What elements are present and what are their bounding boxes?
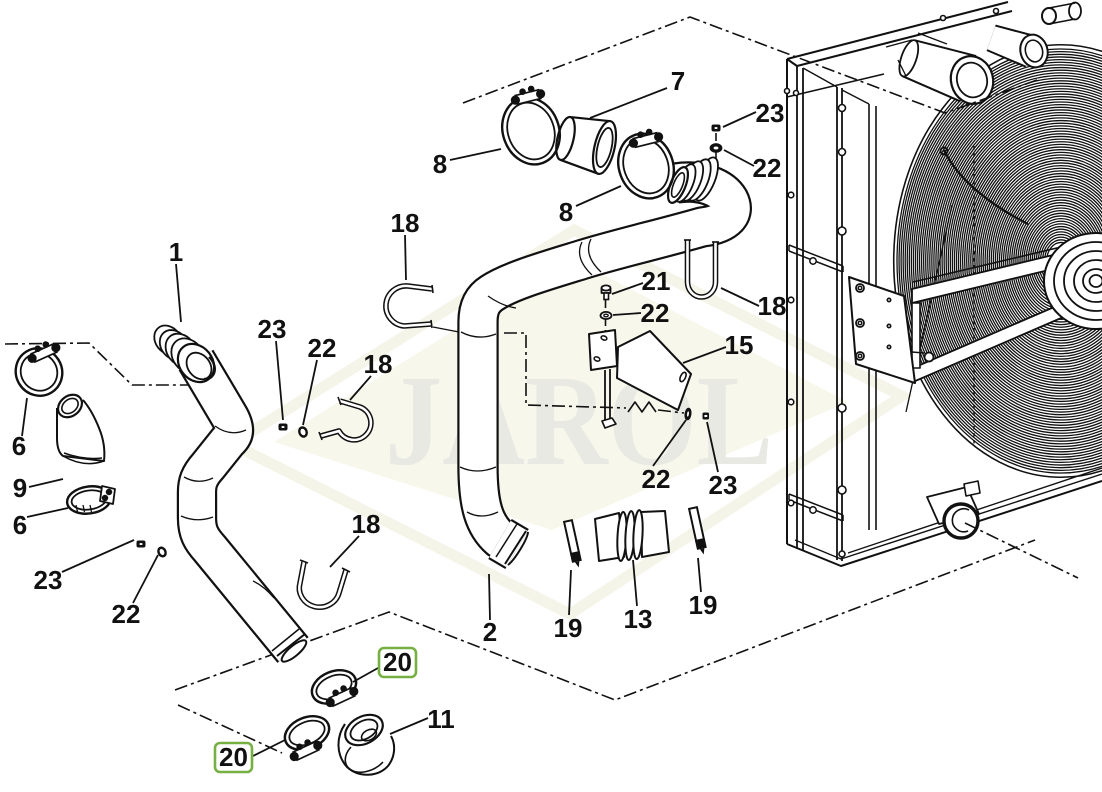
svg-text:22: 22 — [753, 153, 782, 183]
svg-text:22: 22 — [112, 599, 141, 629]
svg-text:8: 8 — [433, 149, 447, 179]
svg-text:23: 23 — [258, 314, 287, 344]
svg-text:18: 18 — [352, 509, 381, 539]
svg-text:13: 13 — [624, 604, 653, 634]
svg-text:20: 20 — [383, 647, 412, 677]
svg-text:11: 11 — [427, 704, 455, 734]
svg-text:19: 19 — [554, 613, 583, 643]
svg-text:22: 22 — [642, 464, 671, 494]
svg-text:18: 18 — [364, 349, 393, 379]
svg-text:9: 9 — [13, 473, 27, 503]
svg-text:6: 6 — [12, 431, 26, 461]
svg-text:20: 20 — [219, 742, 248, 772]
svg-text:1: 1 — [169, 237, 183, 267]
svg-text:6: 6 — [13, 510, 27, 540]
svg-text:23: 23 — [34, 565, 63, 595]
svg-text:18: 18 — [758, 291, 787, 321]
svg-text:7: 7 — [671, 66, 685, 96]
svg-text:2: 2 — [483, 617, 497, 647]
svg-text:23: 23 — [756, 98, 785, 128]
svg-text:18: 18 — [391, 208, 420, 238]
svg-text:19: 19 — [689, 590, 718, 620]
svg-text:JAROL: JAROL — [385, 349, 773, 493]
svg-text:22: 22 — [641, 298, 670, 328]
svg-text:22: 22 — [308, 333, 337, 363]
svg-text:21: 21 — [642, 266, 671, 296]
svg-text:23: 23 — [709, 470, 738, 500]
svg-text:15: 15 — [725, 330, 754, 360]
svg-text:8: 8 — [559, 197, 573, 227]
